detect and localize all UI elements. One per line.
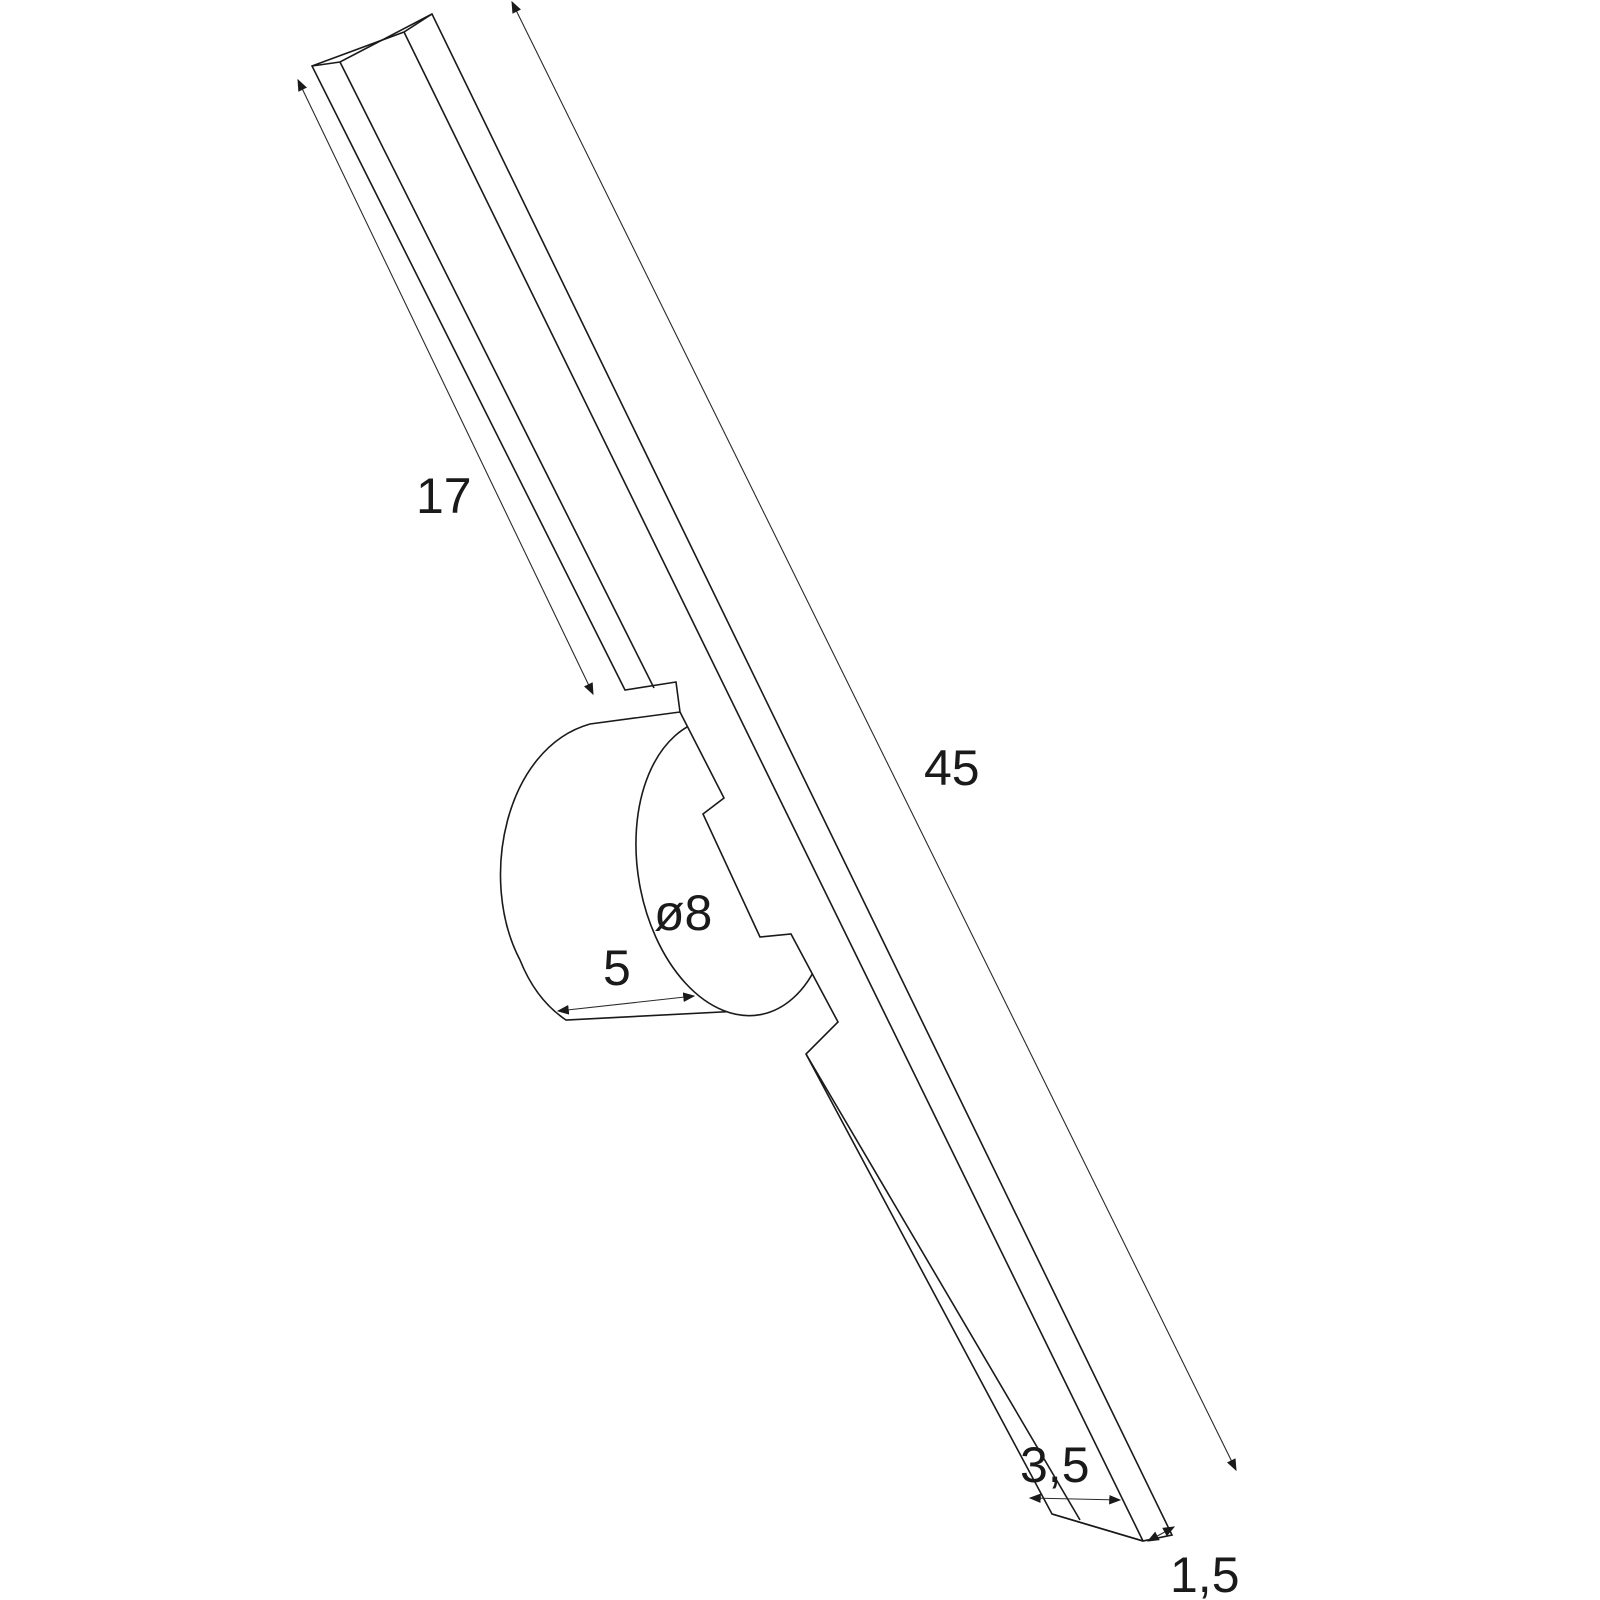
dim-line-base-depth	[556, 992, 696, 1015]
label-bar-width: 3,5	[1020, 1437, 1090, 1493]
label-base-diameter: ø8	[654, 885, 712, 941]
dim-line-bar-width	[1028, 1493, 1122, 1505]
dimension-labels: 17 45 ø8 5 3,5 1,5	[416, 468, 1240, 1600]
label-total-length: 45	[924, 740, 980, 796]
dim-line-bar-thickness	[1146, 1526, 1176, 1542]
label-base-depth: 5	[603, 940, 631, 996]
led-bar	[310, 12, 1174, 1542]
label-bar-thickness: 1,5	[1170, 1547, 1240, 1600]
dim-line-total-length	[511, 0, 1237, 1472]
dimension-lines	[297, 0, 1237, 1542]
bar-body	[310, 12, 1174, 1542]
bar-bottom-cap	[1051, 1513, 1144, 1542]
label-arm-length: 17	[416, 468, 472, 524]
bar-front-edge	[403, 31, 1144, 1542]
